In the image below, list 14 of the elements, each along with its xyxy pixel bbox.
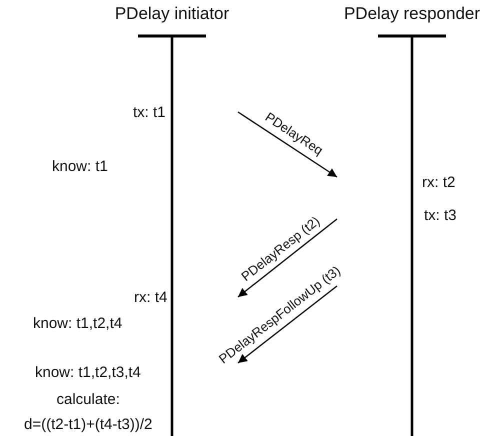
annotation-text: tx: t3	[424, 207, 457, 225]
annotation-text: tx: t1	[133, 104, 166, 122]
annotation-text: know: t1,t2,t3,t4	[35, 364, 141, 382]
annotation-text: know: t1	[52, 158, 108, 176]
annotation-text: calculate:	[56, 391, 120, 409]
annotation-text: d=((t2-t1)+(t4-t3))/2	[24, 416, 152, 434]
arrow	[238, 111, 338, 178]
annotation-text: know: t1,t2,t4	[33, 315, 122, 333]
arrow	[238, 218, 338, 298]
annotation-text: rx: t2	[422, 174, 456, 192]
arrow	[238, 285, 338, 364]
participant-name: PDelay initiator	[114, 4, 230, 24]
annotation-text: rx: t4	[134, 289, 168, 307]
participant-name: PDelay responder	[342, 4, 482, 24]
